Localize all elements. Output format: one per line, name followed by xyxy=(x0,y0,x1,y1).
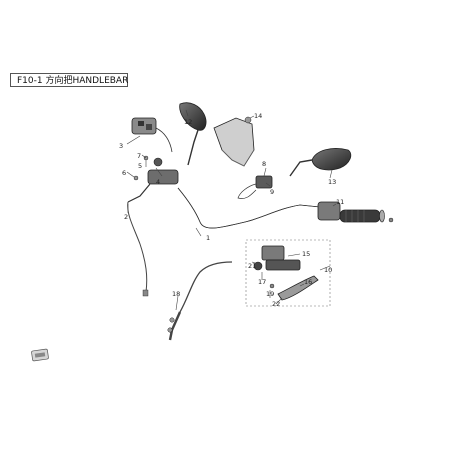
handlebar-tube xyxy=(177,187,321,229)
left-mirror xyxy=(179,102,207,166)
hand-guard xyxy=(213,116,255,167)
callout-3: 3 xyxy=(119,142,123,150)
page-badge xyxy=(31,348,49,362)
callout-22: 22 xyxy=(272,300,280,308)
leader-lines xyxy=(126,109,337,311)
callout-14: 14 xyxy=(254,112,262,120)
callout-4: 4 xyxy=(156,178,160,186)
left-switch xyxy=(131,117,173,153)
callout-10: 10 xyxy=(324,266,332,274)
callout-8: 8 xyxy=(262,160,266,168)
callout-16: 16 xyxy=(304,278,312,286)
left-lever-assembly xyxy=(127,155,179,203)
callout-7: 7 xyxy=(137,152,141,160)
callout-15: 15 xyxy=(302,250,310,258)
callout-13: 13 xyxy=(328,178,336,186)
right-lever-assembly xyxy=(253,245,319,301)
callout-19: 19 xyxy=(266,290,274,298)
lever-group-box xyxy=(245,239,331,307)
callout-1: 1 xyxy=(206,234,210,242)
cable-18 xyxy=(179,261,233,313)
right-grip xyxy=(317,201,394,223)
callout-labels: 1 2 3 4 5 6 7 8 9 10 11 12 13 14 15 16 1… xyxy=(119,112,344,308)
callout-2: 2 xyxy=(124,213,128,221)
callout-17: 17 xyxy=(258,278,266,286)
callout-9: 9 xyxy=(270,188,274,196)
callout-12: 12 xyxy=(184,118,192,126)
callout-11: 11 xyxy=(336,198,344,206)
callout-6: 6 xyxy=(122,169,126,177)
diagram-title: F10-1 方向把HANDLEBAR xyxy=(10,73,128,87)
center-switch xyxy=(237,175,273,199)
callout-21: 21 xyxy=(248,262,256,270)
right-mirror xyxy=(289,148,352,177)
callout-5: 5 xyxy=(138,162,142,170)
cable-2 xyxy=(127,201,148,293)
callout-18: 18 xyxy=(172,290,180,298)
